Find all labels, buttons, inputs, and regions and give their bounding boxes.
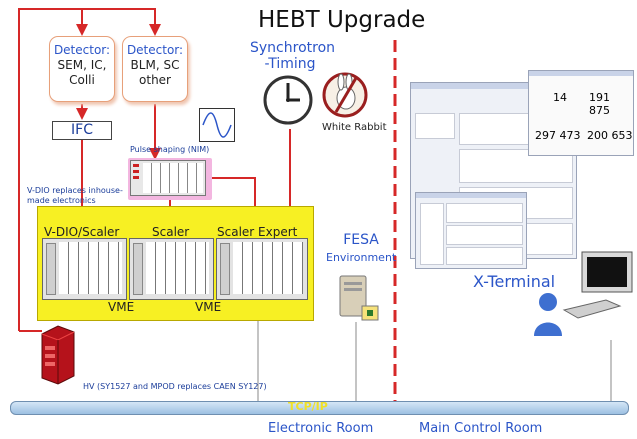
ifc-box: IFC — [52, 121, 112, 140]
white-rabbit-label: White Rabbit — [322, 122, 387, 133]
detector-types: Colli — [69, 73, 95, 87]
crate-label: V-DIO/Scaler — [44, 225, 120, 239]
tcpip-bus — [10, 401, 629, 415]
crate-scaler-expert — [216, 238, 308, 300]
vme-label: VME — [195, 300, 222, 314]
vdio-note-line: V-DIO replaces inhouse- — [27, 186, 123, 195]
x-terminal-label: X-Terminal — [473, 272, 556, 291]
crate-vdio — [42, 238, 127, 300]
counter-value: 297 473 — [535, 129, 581, 142]
input-wire-top — [18, 8, 161, 331]
nim-crate — [128, 158, 212, 200]
terminal-subwindow — [415, 192, 527, 269]
detector-types: other — [139, 73, 171, 87]
crate-scaler — [129, 238, 214, 300]
detector-label: Detector: — [126, 43, 184, 57]
vdio-note: V-DIO replaces inhouse- made electronics — [27, 186, 123, 206]
detector-sem-box: Detector: SEM, IC, Colli — [49, 36, 115, 102]
counter-window: 14 191 875 297 473 200 653 — [528, 70, 634, 156]
detector-types: BLM, SC — [130, 58, 180, 72]
room-label: Main Control Room — [419, 421, 543, 436]
server-icon — [336, 274, 380, 324]
detector-label: Detector: — [53, 43, 111, 57]
fesa-line: Environment — [326, 251, 397, 264]
detector-blm-box: Detector: BLM, SC other — [122, 36, 188, 102]
fesa-line: FESA — [343, 232, 379, 248]
waveform-icon — [199, 108, 235, 142]
room-label: Electronic Room — [268, 421, 374, 436]
crate-label: Scaler — [152, 225, 190, 239]
detector-types: SEM, IC, — [57, 58, 107, 72]
workstation-icon — [534, 250, 634, 340]
counter-value: 14 — [553, 91, 567, 104]
white-rabbit-icon — [322, 72, 368, 118]
crate-label: Scaler Expert — [217, 225, 298, 239]
hv-supply-icon — [36, 324, 76, 386]
vdio-note-line: made electronics — [27, 196, 96, 205]
hv-note: HV (SY1527 and MPOD replaces CAEN SY127) — [83, 382, 267, 391]
page-title: HEBT Upgrade — [258, 7, 426, 33]
pulse-shaping-label: Pulse shaping (NIM) — [130, 145, 210, 154]
vme-label: VME — [108, 300, 135, 314]
synchrotron-line: -Timing — [264, 56, 316, 72]
counter-value: 191 875 — [589, 91, 610, 117]
counter-value: 200 653 — [587, 129, 633, 142]
fesa-label: FESA Environment — [326, 231, 396, 267]
clock-icon — [263, 75, 313, 125]
synchrotron-timing-label: Synchrotron -Timing — [250, 40, 336, 72]
synchrotron-line: Synchrotron — [250, 40, 336, 56]
bus-label: TCP/IP — [288, 400, 328, 413]
